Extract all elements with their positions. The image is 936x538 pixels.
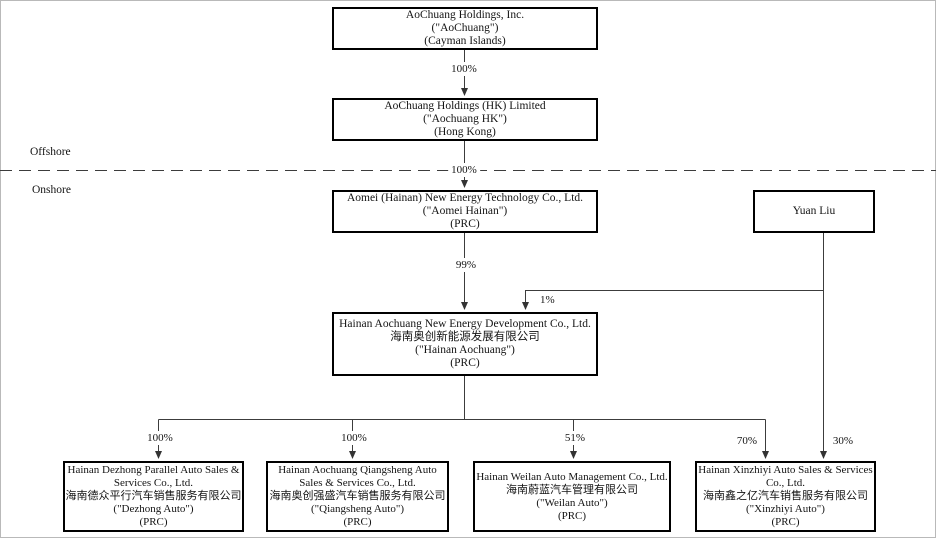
entity-name: AoChuang Holdings (HK) Limited [384, 100, 546, 112]
ownership-label-aomei-hainan: 99% [452, 258, 480, 272]
node-qiangsheng-auto: Hainan Aochuang Qiangsheng Auto Sales & … [266, 461, 449, 532]
entity-name-cn: 海南鑫之亿汽车销售服务有限公司 [703, 490, 868, 502]
entity-jurisdiction: (PRC) [450, 218, 480, 230]
entity-jurisdiction: (PRC) [771, 516, 800, 528]
entity-name: Hainan Dezhong Parallel Auto Sales & [67, 464, 240, 476]
entity-jurisdiction: (PRC) [450, 357, 480, 369]
entity-shortname: ("Qiangsheng Auto") [311, 503, 404, 515]
entity-shortname: ("Xinzhiyi Auto") [746, 503, 825, 515]
ownership-label-hk-aomei: 100% [448, 163, 480, 177]
entity-name-cn: 海南奥创强盛汽车销售服务有限公司 [269, 490, 446, 502]
edge-yuanliu-to-hainan [522, 290, 824, 310]
entity-name: Hainan Weilan Auto Management Co., Ltd. [476, 470, 668, 483]
node-hainan-aochuang: Hainan Aochuang New Energy Development C… [332, 312, 598, 376]
entity-name: Hainan Aochuang Qiangsheng Auto [278, 464, 437, 476]
entity-name-cn: 海南蔚蓝汽车管理有限公司 [506, 483, 638, 496]
label-onshore: Onshore [32, 184, 71, 196]
entity-jurisdiction: (PRC) [557, 509, 587, 522]
entity-jurisdiction: (Hong Kong) [434, 126, 496, 138]
ownership-label-yuanliu-xinzhiyi: 30% [829, 434, 857, 448]
entity-name-2: Services Co., Ltd. [113, 477, 194, 489]
entity-shortname: ("Aomei Hainan") [422, 205, 508, 217]
ownership-label-weilan: 51% [561, 431, 589, 445]
node-aomei-hainan: Aomei (Hainan) New Energy Technology Co.… [332, 190, 598, 233]
entity-name: Hainan Aochuang New Energy Development C… [339, 318, 591, 330]
entity-shortname: ("Hainan Aochuang") [415, 344, 515, 356]
ownership-label-xinzhiyi: 70% [733, 434, 761, 448]
entity-shortname: ("Aochuang HK") [423, 113, 507, 125]
node-weilan-auto: Hainan Weilan Auto Management Co., Ltd. … [473, 461, 671, 532]
entity-name: Yuan Liu [792, 205, 836, 217]
ownership-label-dezhong: 100% [144, 431, 176, 445]
node-xinzhiyi-auto: Hainan Xinzhiyi Auto Sales & Services Co… [695, 461, 876, 532]
node-aochuang: AoChuang Holdings, Inc. ("AoChuang") (Ca… [332, 7, 598, 50]
ownership-label-yuanliu-hainan: 1% [537, 293, 558, 307]
entity-jurisdiction: (PRC) [343, 516, 372, 528]
entity-name-2: Co., Ltd. [765, 477, 806, 489]
entity-shortname: ("AoChuang") [431, 22, 499, 34]
entity-name-2: Sales & Services Co., Ltd. [299, 477, 416, 489]
ownership-label-qiangsheng: 100% [338, 431, 370, 445]
ownership-label-aochuang-hk: 100% [448, 62, 480, 76]
entity-shortname: ("Weilan Auto") [536, 496, 608, 509]
label-offshore: Offshore [30, 146, 71, 158]
node-dezhong-auto: Hainan Dezhong Parallel Auto Sales & Ser… [63, 461, 244, 532]
entity-jurisdiction: (Cayman Islands) [424, 35, 506, 47]
entity-jurisdiction: (PRC) [139, 516, 168, 528]
node-aochuang-hk: AoChuang Holdings (HK) Limited ("Aochuan… [332, 98, 598, 141]
entity-name: Aomei (Hainan) New Energy Technology Co.… [346, 192, 584, 204]
node-yuan-liu: Yuan Liu [753, 190, 875, 233]
entity-name: Hainan Xinzhiyi Auto Sales & Services [698, 464, 873, 476]
entity-name-cn: 海南奥创新能源发展有限公司 [390, 331, 540, 343]
entity-name: AoChuang Holdings, Inc. [405, 9, 525, 21]
entity-shortname: ("Dezhong Auto") [113, 503, 194, 515]
entity-name-cn: 海南德众平行汽车销售服务有限公司 [65, 490, 242, 502]
